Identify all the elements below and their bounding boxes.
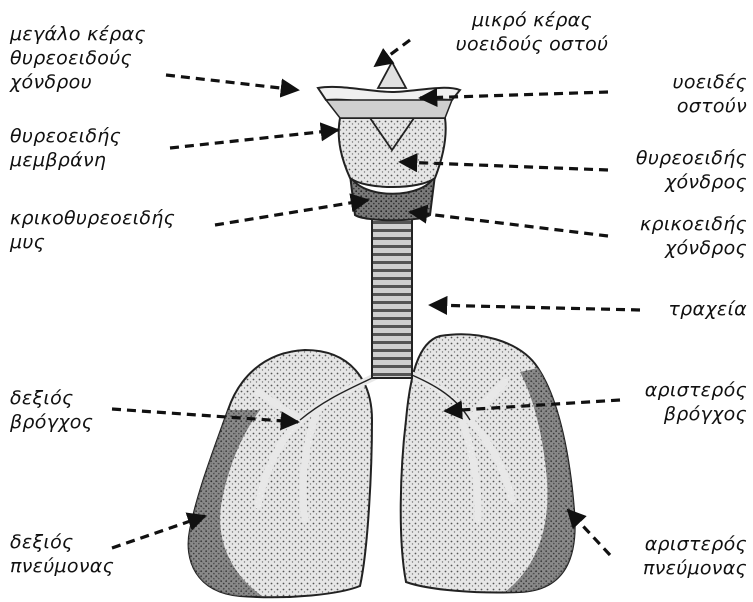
label-cricothyroid-muscle: κρικοθυρεοειδής μυς (10, 206, 175, 254)
label-right-bronchus: δεξιός βρόγχος (10, 386, 93, 434)
trachea-tube (372, 210, 412, 378)
label-lesser-horn: μικρό κέρας υοειδούς οστού (432, 8, 632, 56)
label-line: τραχεία (668, 297, 747, 321)
label-line: θυρεοειδούς (10, 46, 146, 70)
label-thyrohyoid-membrane: θυρεοειδής μεμβράνη (10, 124, 121, 172)
label-line: πνεύμονας (10, 554, 114, 578)
label-line: βρόγχος (10, 410, 93, 434)
label-left-lung: αριστερός πνεύμονας (643, 532, 747, 580)
label-greater-horn: μεγάλο κέρας θυρεοειδούς χόνδρου (10, 22, 146, 94)
label-line: κρικοειδής (640, 212, 747, 236)
epiglottis (378, 62, 406, 88)
label-line: χόνδρος (636, 170, 747, 194)
label-left-bronchus: αριστερός βρόγχος (645, 378, 747, 426)
label-line: δεξιός (10, 530, 114, 554)
label-line: υοειδές (673, 70, 747, 94)
label-line: μυς (10, 230, 175, 254)
label-line: θυρεοειδής (636, 146, 747, 170)
label-cricoid-cartilage: κρικοειδής χόνδρος (640, 212, 747, 260)
label-line: πνεύμονας (643, 556, 747, 580)
label-line: μικρό κέρας (432, 8, 632, 32)
label-line: βρόγχος (645, 402, 747, 426)
label-line: οστούν (673, 94, 747, 118)
label-line: αριστερός (645, 378, 747, 402)
label-line: χόνδρος (640, 236, 747, 260)
label-thyroid-cartilage: θυρεοειδής χόνδρος (636, 146, 747, 194)
label-line: χόνδρου (10, 70, 146, 94)
membrane (326, 100, 452, 118)
label-line: μεμβράνη (10, 148, 121, 172)
label-line: δεξιός (10, 386, 93, 410)
label-right-lung: δεξιός πνεύμονας (10, 530, 114, 578)
label-hyoid-bone: υοειδές οστούν (673, 70, 747, 118)
thyroid-cartilage (339, 118, 446, 187)
label-line: υοειδούς οστού (432, 32, 632, 56)
label-line: κρικοθυρεοειδής (10, 206, 175, 230)
label-trachea: τραχεία (668, 297, 747, 321)
label-line: θυρεοειδής (10, 124, 121, 148)
label-line: αριστερός (643, 532, 747, 556)
label-line: μεγάλο κέρας (10, 22, 146, 46)
